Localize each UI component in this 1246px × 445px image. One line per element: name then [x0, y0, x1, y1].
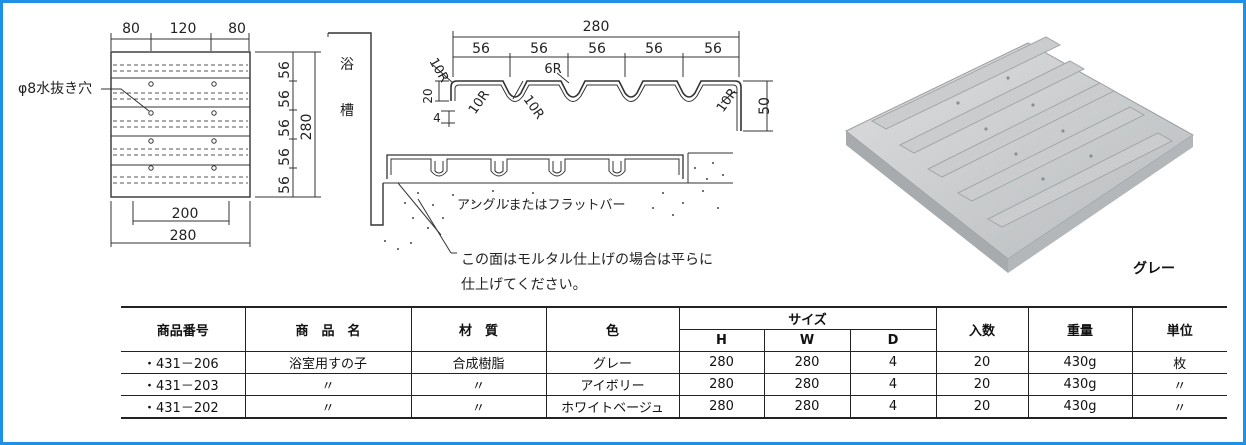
cell-d: 4	[849, 351, 937, 374]
cell-name: 〃	[244, 373, 411, 396]
cell-code: ・431－206	[121, 351, 245, 374]
header-h: H	[678, 329, 764, 352]
cell-w: 280	[763, 351, 850, 374]
photo-caption: グレー	[1133, 261, 1175, 277]
header-d: D	[849, 329, 937, 352]
cell-d: 4	[849, 395, 937, 419]
cell-color: アイボリー	[545, 373, 679, 396]
cell-weight: 430g	[1027, 395, 1133, 419]
section-dim-56-2: 56	[530, 41, 548, 57]
cell-code: ・431－202	[121, 395, 245, 419]
header-color: 色	[545, 306, 679, 352]
header-qty: 入数	[935, 306, 1029, 352]
dim-200: 200	[172, 206, 199, 222]
cell-weight: 430g	[1027, 351, 1133, 374]
radius-10r-b: 10R	[520, 93, 547, 123]
radius-10r-a: 10R	[466, 88, 493, 118]
table-row: ・431－203 〃 〃 アイボリー 280 280 4 20 430g 〃	[121, 373, 1228, 396]
cell-unit: 枚	[1131, 351, 1228, 374]
top-view-drawing: 80 120 80 φ8水抜き穴 56 56 56 56 56 280 200 …	[18, 21, 321, 247]
dim-20: 20	[421, 88, 435, 103]
cell-code: ・431－203	[121, 373, 245, 396]
header-w: W	[763, 329, 850, 352]
cell-h: 280	[678, 351, 764, 374]
cell-name: 〃	[244, 395, 411, 419]
header-code: 商品番号	[121, 306, 245, 352]
cell-material: 合成樹脂	[410, 351, 546, 374]
cell-weight: 430g	[1027, 373, 1133, 396]
dim-80-right: 80	[228, 21, 246, 37]
radius-6r: 6R	[544, 62, 561, 77]
dim-80-left: 80	[122, 21, 140, 37]
header-name: 商 品 名	[244, 306, 411, 352]
cell-w: 280	[763, 395, 850, 419]
section-view-drawing: 浴 槽 280 56 56 56 56 56 10R 6R 20 4 10R 1…	[327, 19, 773, 293]
dim-280-side: 280	[299, 114, 315, 141]
dim-56-5: 56	[277, 176, 293, 194]
section-dim-56-5: 56	[704, 41, 722, 57]
section-dim-56-1: 56	[472, 41, 490, 57]
dim-56-3: 56	[277, 119, 293, 137]
dim-120: 120	[170, 21, 197, 37]
cell-color: ホワイトベージュ	[545, 395, 679, 419]
cell-unit: 〃	[1131, 373, 1228, 396]
cell-qty: 20	[935, 351, 1029, 374]
cell-material: 〃	[410, 395, 546, 419]
hole-label: φ8水抜き穴	[18, 81, 92, 97]
dim-56-1: 56	[277, 61, 293, 79]
dim-56-2: 56	[277, 90, 293, 108]
product-photo	[845, 36, 1194, 273]
header-weight: 重量	[1027, 306, 1133, 352]
dim-280-bottom: 280	[170, 228, 197, 244]
note-line-2: 仕上げてください。	[461, 277, 587, 293]
table-row: ・431－202 〃 〃 ホワイトベージュ 280 280 4 20 430g …	[121, 395, 1228, 419]
cell-material: 〃	[410, 373, 546, 396]
cell-w: 280	[763, 373, 850, 396]
spec-table: 商品番号 商 品 名 材 質 色 サイズ 入数 重量 単位 H W D ・431…	[121, 306, 1228, 419]
header-size: サイズ	[678, 306, 937, 330]
cell-color: グレー	[545, 351, 679, 374]
section-dim-56-3: 56	[588, 41, 606, 57]
angle-label: アングルまたはフラットバー	[457, 198, 625, 213]
note-line-1: この面はモルタル仕上げの場合は平らに	[461, 252, 713, 268]
section-dim-56-4: 56	[645, 41, 663, 57]
cell-unit: 〃	[1131, 395, 1228, 419]
tub-label-2: 槽	[340, 103, 354, 119]
dim-50: 50	[757, 97, 773, 115]
cell-h: 280	[678, 373, 764, 396]
cell-d: 4	[849, 373, 937, 396]
dim-4: 4	[433, 111, 441, 125]
cell-name: 浴室用すの子	[244, 351, 411, 374]
tub-label-1: 浴	[340, 57, 354, 73]
dim-56-4: 56	[277, 148, 293, 166]
cell-qty: 20	[935, 395, 1029, 419]
cell-h: 280	[678, 395, 764, 419]
cell-qty: 20	[935, 373, 1029, 396]
section-dim-280: 280	[583, 19, 610, 35]
header-material: 材 質	[410, 306, 546, 352]
table-row: ・431－206 浴室用すの子 合成樹脂 グレー 280 280 4 20 43…	[121, 351, 1228, 374]
header-unit: 単位	[1131, 306, 1228, 352]
